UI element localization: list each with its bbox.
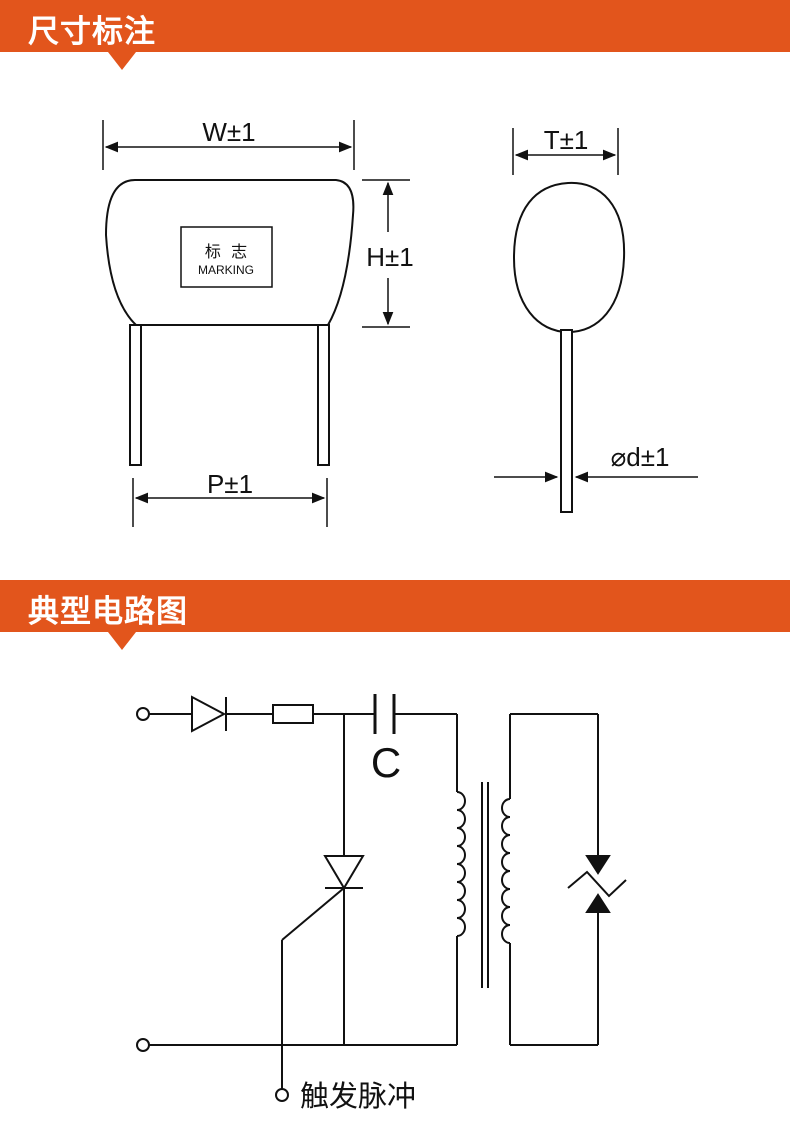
height-label: H±1 <box>366 242 414 272</box>
lead-diameter-label: ⌀d±1 <box>611 442 670 472</box>
diode-symbol <box>191 695 227 733</box>
spark-gap-lower <box>585 893 611 913</box>
trigger-pulse-label: 触发脉冲 <box>300 1079 416 1113</box>
banner-pointer <box>108 632 136 650</box>
banner-pointer <box>108 52 136 70</box>
section-title: 典型电路图 <box>28 594 188 630</box>
circuit-diagram <box>136 694 627 1102</box>
lead-right <box>317 324 330 466</box>
lead-side <box>560 329 573 513</box>
marking-en-text: MARKING <box>198 263 254 277</box>
primary-coil <box>456 791 466 937</box>
side-view <box>494 128 698 513</box>
input-terminal-bottom <box>136 1038 150 1052</box>
section-header-dimensions: 尺寸标注 <box>0 0 790 70</box>
pitch-label: P±1 <box>207 469 253 499</box>
lead-left <box>129 324 142 466</box>
resistor-symbol <box>272 704 314 724</box>
marking-cn-text: 标 志 <box>205 242 247 261</box>
spark-gap-zigzag <box>567 870 627 898</box>
marking-box <box>180 226 273 288</box>
capacitor-label: C <box>371 739 401 786</box>
trigger-terminal <box>275 1088 289 1102</box>
section-title: 尺寸标注 <box>28 14 156 50</box>
capacitor-body-side <box>512 181 626 334</box>
thyristor-gate <box>281 887 345 941</box>
secondary-coil <box>501 798 511 944</box>
thyristor-symbol <box>323 855 365 890</box>
width-label: W±1 <box>202 117 255 147</box>
input-terminal-top <box>136 707 150 721</box>
section-header-circuit: 典型电路图 <box>0 580 790 650</box>
thickness-label: T±1 <box>544 125 589 155</box>
spark-gap-upper <box>585 855 611 875</box>
front-view <box>102 120 410 527</box>
